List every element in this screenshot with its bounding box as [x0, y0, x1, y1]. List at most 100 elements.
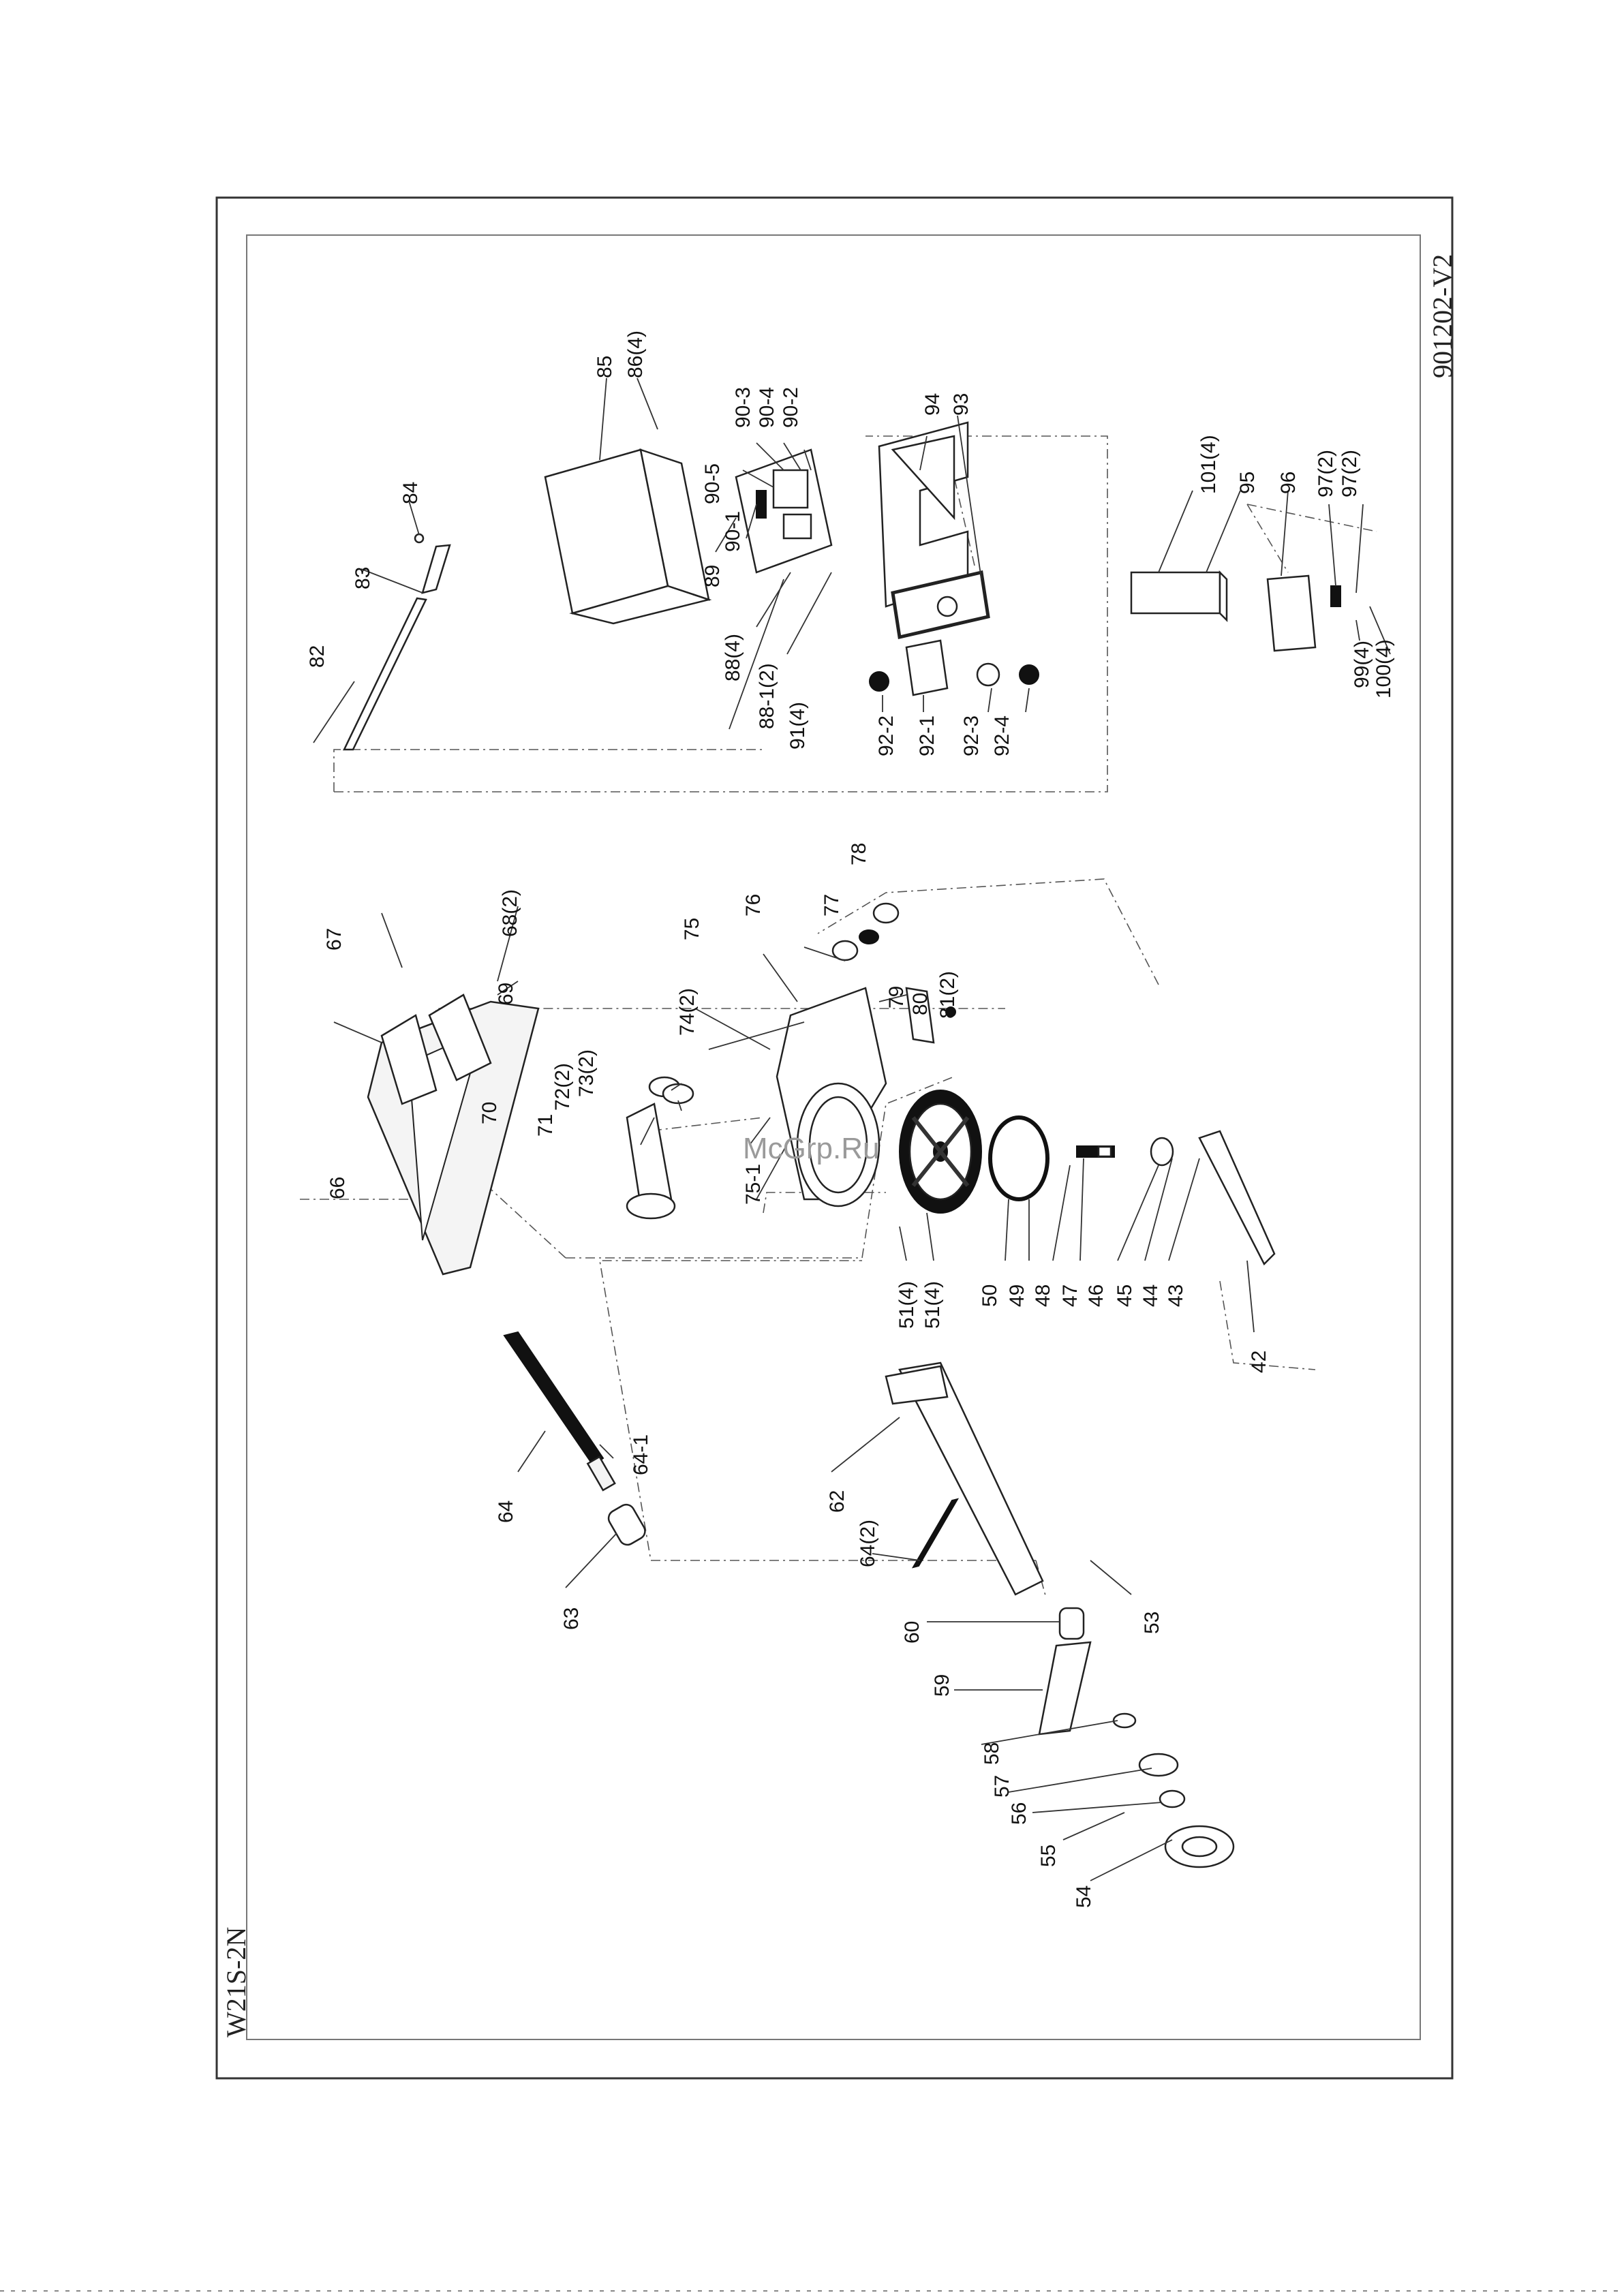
callout-86: 86(4) [624, 330, 647, 378]
part-46-shaft [1076, 1145, 1115, 1158]
leader-lines [313, 378, 1391, 1881]
part-93-gasket [891, 570, 990, 640]
drawing-frame-inner [246, 234, 1421, 2040]
part-97-pin [1330, 585, 1341, 607]
callout-95: 95 [1236, 472, 1259, 494]
callout-57: 57 [991, 1775, 1013, 1798]
callout-73: 73(2) [575, 1049, 598, 1097]
callout-85: 85 [594, 356, 616, 378]
part-71-shaft [626, 1103, 676, 1220]
callout-93: 93 [950, 393, 972, 416]
part-83-bracket [421, 544, 451, 594]
callout-72: 72(2) [551, 1063, 574, 1111]
callout-66: 66 [326, 1177, 349, 1199]
callout-80: 80 [909, 993, 932, 1015]
callout-81: 81(2) [936, 971, 959, 1019]
part-94-motor-bracket [878, 421, 969, 608]
callout-90-4: 90-4 [756, 387, 778, 428]
part-66-arm [367, 994, 540, 1276]
part-48-oring [988, 1115, 1050, 1201]
part-64-screw [503, 1331, 616, 1492]
revision-code: 901202-V2 [1427, 254, 1458, 378]
callout-43: 43 [1165, 1284, 1187, 1307]
callout-50: 50 [979, 1284, 1001, 1307]
part-60-collar [1058, 1607, 1085, 1640]
callout-84: 84 [399, 482, 422, 504]
callout-89: 89 [701, 565, 724, 587]
callout-88-1: 88-1(2) [756, 663, 778, 729]
callout-44: 44 [1139, 1284, 1162, 1307]
part-54-handwheel [1164, 1825, 1235, 1868]
callout-100: 100(4) [1373, 639, 1395, 698]
callout-62: 62 [826, 1490, 848, 1513]
callout-59: 59 [931, 1674, 953, 1697]
callout-70: 70 [478, 1102, 501, 1124]
callout-68: 68(2) [499, 889, 521, 937]
callout-63: 63 [560, 1607, 583, 1630]
part-59-handle [1038, 1641, 1092, 1736]
part-92-switch-knobs [869, 639, 1039, 696]
callout-76: 76 [742, 894, 765, 917]
callout-99: 99(4) [1351, 641, 1373, 688]
callout-91: 91(4) [786, 702, 809, 750]
callout-67: 67 [323, 928, 346, 951]
part-84-pin [414, 533, 425, 544]
part-63-bushing [607, 1503, 646, 1546]
part-64-2-pin [911, 1498, 960, 1569]
callout-74: 74(2) [676, 988, 699, 1036]
callout-56: 56 [1008, 1802, 1030, 1825]
drawing-frame-outer [215, 196, 1454, 2080]
callout-51-b: 51(4) [921, 1281, 944, 1329]
callout-92-1: 92-1 [916, 715, 938, 756]
callout-92-4: 92-4 [991, 715, 1013, 756]
part-57-flange [1138, 1753, 1179, 1777]
part-82-rod [343, 597, 427, 751]
callout-48: 48 [1032, 1284, 1054, 1307]
callout-49: 49 [1006, 1284, 1028, 1307]
part-72-73-bearings [648, 1076, 694, 1105]
callout-69: 69 [495, 983, 517, 1005]
callout-96: 96 [1277, 472, 1300, 494]
callout-90-2: 90-2 [780, 387, 802, 428]
callout-55: 55 [1037, 1845, 1060, 1867]
callout-75-1: 75-1 [742, 1164, 765, 1205]
callout-92-2: 92-2 [875, 715, 898, 756]
part-79-housing [776, 987, 887, 1207]
part-58-washer [1112, 1712, 1137, 1729]
model-title: W21S-2N [221, 1927, 251, 2037]
part-76-78-shaft-parts [831, 902, 900, 961]
part-62-frame-arm [885, 1361, 1044, 1596]
callout-97-a: 97(2) [1315, 450, 1337, 497]
callout-92-3: 92-3 [960, 715, 983, 756]
watermark: McGrp.Ru [743, 1132, 879, 1165]
part-85-cover [544, 448, 712, 625]
callout-labels: 66 67 68(2) 69 70 71 72(2) 73(2) 74(2) 7… [306, 330, 1395, 1908]
callout-90-5: 90-5 [701, 463, 724, 504]
callout-77: 77 [821, 894, 843, 917]
callout-53: 53 [1141, 1612, 1163, 1634]
part-56-ring [1159, 1789, 1186, 1808]
callout-60: 60 [901, 1621, 923, 1644]
callout-82: 82 [306, 645, 328, 668]
callout-79: 79 [885, 986, 908, 1008]
callout-71: 71 [534, 1114, 557, 1137]
callout-90-1: 90-1 [722, 511, 744, 552]
callout-64-2: 64(2) [857, 1520, 879, 1567]
part-96-base [1266, 574, 1317, 652]
callout-64: 64 [495, 1500, 517, 1523]
callout-88: 88(4) [722, 634, 744, 681]
callout-46: 46 [1085, 1284, 1107, 1307]
part-45-nut [1150, 1137, 1174, 1167]
part-80-81-clip [905, 987, 956, 1044]
callout-78: 78 [848, 843, 870, 865]
callout-64-1: 64-1 [630, 1434, 652, 1475]
callout-47: 47 [1059, 1284, 1082, 1307]
part-50-pulley [899, 1090, 982, 1214]
part-90-switch-plate [735, 448, 833, 574]
callout-97-b: 97(2) [1338, 450, 1361, 497]
callout-83: 83 [352, 567, 374, 589]
callout-58: 58 [981, 1742, 1003, 1765]
callout-45: 45 [1114, 1284, 1136, 1307]
callout-101: 101(4) [1197, 435, 1220, 494]
